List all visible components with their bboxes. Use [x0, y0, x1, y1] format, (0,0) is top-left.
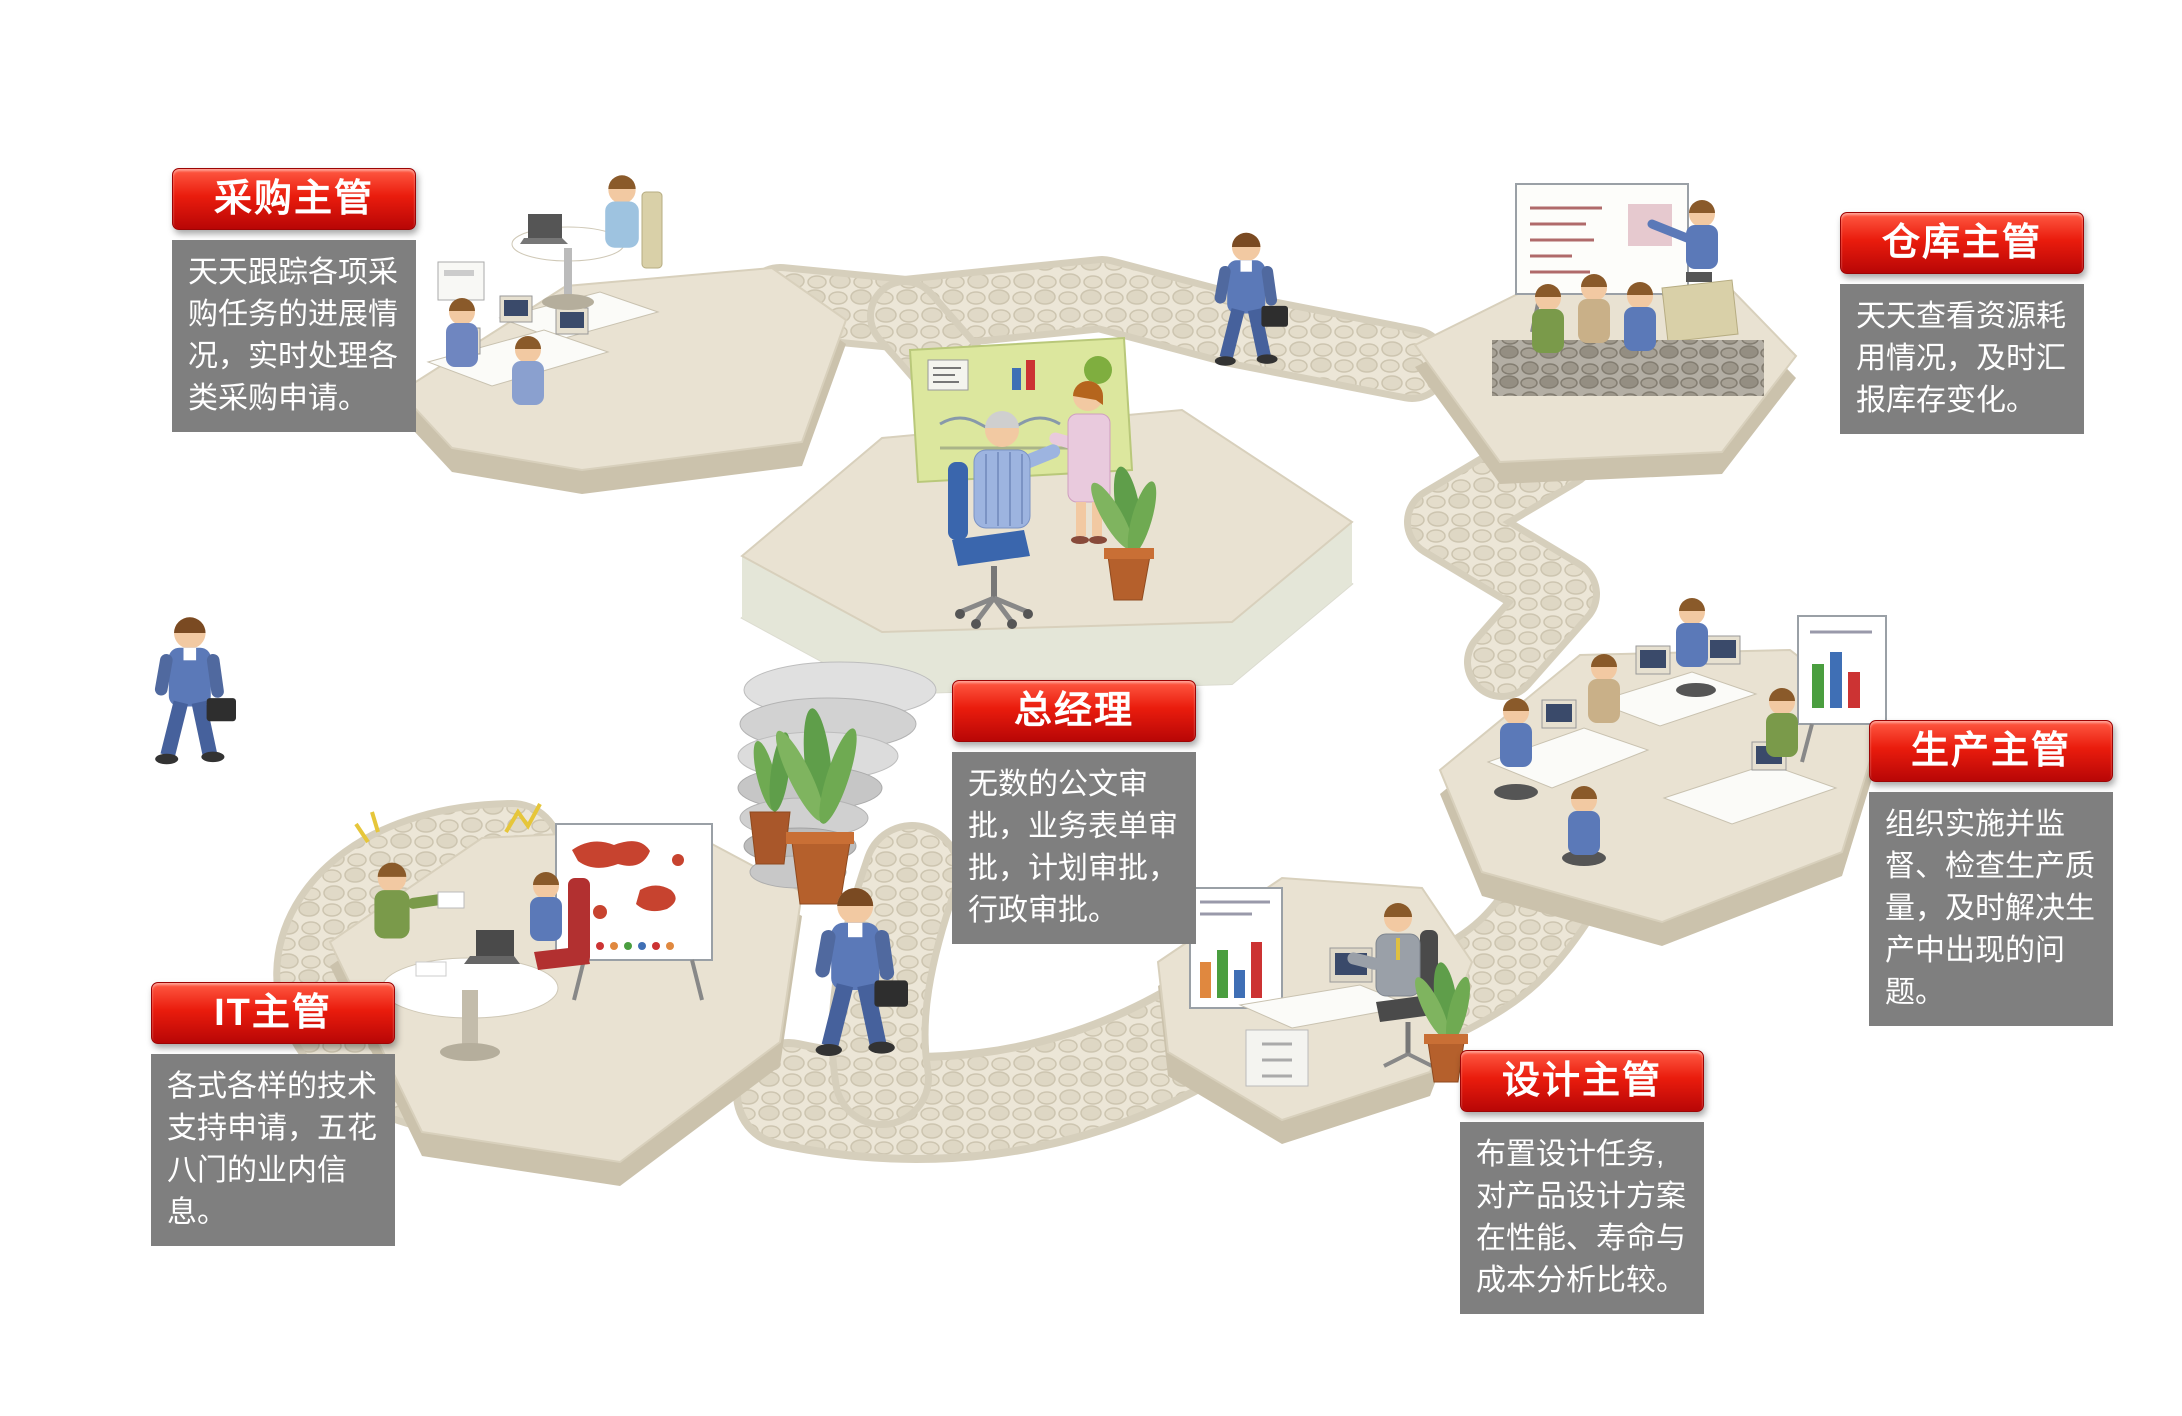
role-desc-production: 组织实施并监督、检查生产质量，及时解决生产中出现的问题。: [1869, 792, 2113, 1026]
walking-businessman-figure: [153, 617, 236, 765]
role-desc-general-manager: 无数的公文审批，业务表单审批，计划审批，行政审批。: [952, 752, 1196, 944]
role-badge-procurement: 采购主管: [172, 168, 416, 230]
designer-figure: [1347, 903, 1421, 997]
world-map-board-icon: [555, 823, 713, 1001]
presenter-figure: [1647, 200, 1718, 269]
potted-plant-icon: [1415, 962, 1470, 1083]
role-card-design: 设计主管 布置设计任务,对产品设计方案在性能、寿命与成本分析比较。: [1460, 1050, 1704, 1314]
chair-icon: [641, 191, 663, 269]
it-support-scene: [354, 803, 713, 1061]
laptop-icon: [528, 214, 562, 238]
procurement-office-scene: [426, 175, 663, 405]
design-workstation-scene: [1189, 887, 1470, 1087]
drawer-unit: [1245, 1029, 1309, 1087]
path-top: [742, 256, 1450, 402]
platform-general-manager: [740, 408, 1354, 696]
worker-figure: [1568, 786, 1600, 855]
role-card-production: 生产主管 组织实施并监督、检查生产质量，及时解决生产中出现的问题。: [1869, 720, 2113, 1026]
potted-plant-icon: [1091, 466, 1157, 601]
printer-icon: [437, 261, 485, 301]
warehouse-training-scene: [1492, 183, 1764, 396]
it-man-figure: [530, 872, 590, 970]
role-card-procurement: 采购主管 天天跟踪各项采购任务的进展情况，实时处理各类采购申请。: [172, 168, 416, 432]
general-manager-scene: [908, 336, 1157, 629]
it-woman-figure: [374, 862, 465, 939]
laptop-icon: [476, 930, 514, 956]
role-desc-it: 各式各样的技术支持申请，五花八门的业内信息。: [151, 1054, 395, 1246]
bar-chart-board-icon: [1189, 887, 1283, 1009]
worker-figure: [1676, 598, 1708, 667]
platform-procurement: [398, 266, 848, 494]
role-card-it: IT主管 各式各样的技术支持申请，五花八门的业内信息。: [151, 982, 395, 1246]
role-desc-procurement: 天天跟踪各项采购任务的进展情况，实时处理各类采购申请。: [172, 240, 416, 432]
audience-figure: [1532, 284, 1564, 353]
worker-figure: [1588, 654, 1620, 723]
production-office-scene: [1486, 598, 1890, 866]
role-card-warehouse: 仓库主管 天天查看资源耗用情况，及时汇报库存变化。: [1840, 212, 2084, 434]
role-badge-production: 生产主管: [1869, 720, 2113, 782]
audience-figure: [1624, 282, 1656, 351]
general-manager-figure: [973, 411, 1061, 529]
worker-figure: [512, 336, 544, 405]
flipchart-chart-icon: [1797, 615, 1890, 763]
sparkle-doodle: [504, 803, 542, 834]
potted-plants: [749, 708, 857, 905]
role-badge-warehouse: 仓库主管: [1840, 212, 2084, 274]
path-warehouse-production: [1404, 414, 1600, 700]
worker-figure: [1766, 688, 1798, 757]
worker-figure: [1500, 698, 1532, 767]
role-desc-design: 布置设计任务,对产品设计方案在性能、寿命与成本分析比较。: [1460, 1122, 1704, 1314]
sparkle-doodle: [354, 811, 380, 844]
role-card-general-manager: 总经理 无数的公文审批，业务表单审批，计划审批，行政审批。: [952, 680, 1196, 944]
role-badge-it: IT主管: [151, 982, 395, 1044]
office-chair-icon: [948, 462, 1033, 629]
role-desc-warehouse: 天天查看资源耗用情况，及时汇报库存变化。: [1840, 284, 2084, 434]
worker-figure: [446, 298, 478, 367]
assistant-woman-figure: [1049, 381, 1111, 544]
role-badge-design: 设计主管: [1460, 1050, 1704, 1112]
podium: [1661, 279, 1739, 343]
role-badge-general-manager: 总经理: [952, 680, 1196, 742]
audience-figure: [1578, 274, 1610, 343]
seated-woman-figure: [605, 175, 639, 248]
